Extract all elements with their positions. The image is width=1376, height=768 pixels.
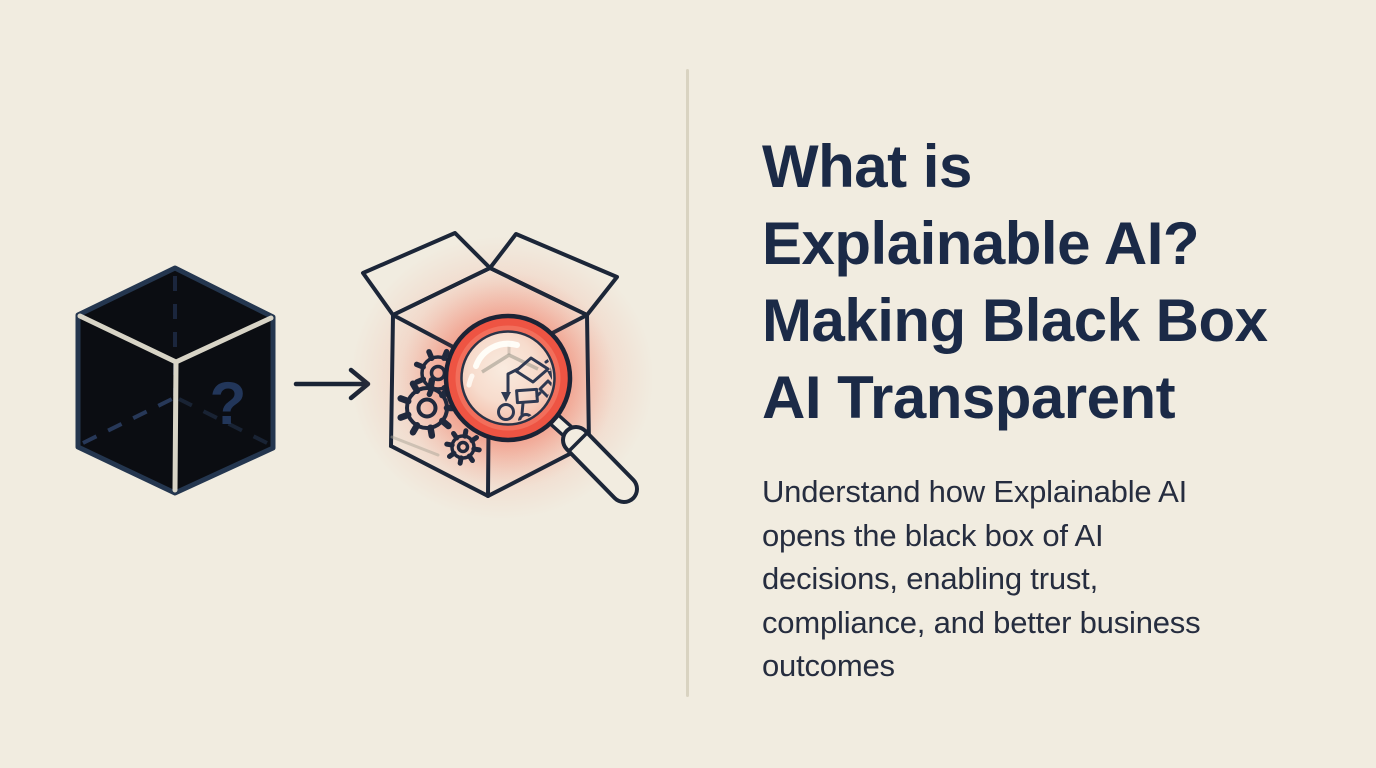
cube-highlight-edges (77, 313, 274, 493)
page-title: What is Explainable AI? Making Black Box… (762, 128, 1348, 436)
page-subtitle: Understand how Explainable AI opens the … (762, 470, 1322, 688)
explainable-ai-illustration: ? (75, 231, 654, 520)
subtitle-line: outcomes (762, 648, 895, 683)
subtitle-line: opens the black box of AI (762, 517, 1104, 553)
magnifier-ring (447, 317, 569, 439)
subtitle-line: Understand how Explainable AI (762, 474, 1188, 509)
magnifier-icon (443, 313, 639, 504)
black-box-cube: ? (75, 265, 276, 496)
gear-large (397, 377, 459, 439)
cube-hidden-edges (82, 276, 268, 445)
question-mark: ? (210, 370, 247, 437)
subtitle-line: decisions, enabling trust, (762, 561, 1098, 596)
lens-highlight (473, 340, 520, 369)
title-line: Making Black Box (762, 287, 1268, 354)
title-line: AI Transparent (762, 364, 1176, 431)
gears-icon (397, 348, 482, 466)
magnifier-handle (561, 425, 639, 504)
title-line: What is (762, 133, 972, 200)
lens-content (466, 340, 552, 422)
title-line: Explainable AI? (762, 210, 1200, 277)
subtitle-line: compliance, and better business (762, 604, 1201, 640)
vertical-divider (686, 69, 689, 697)
gear-small (444, 428, 482, 466)
